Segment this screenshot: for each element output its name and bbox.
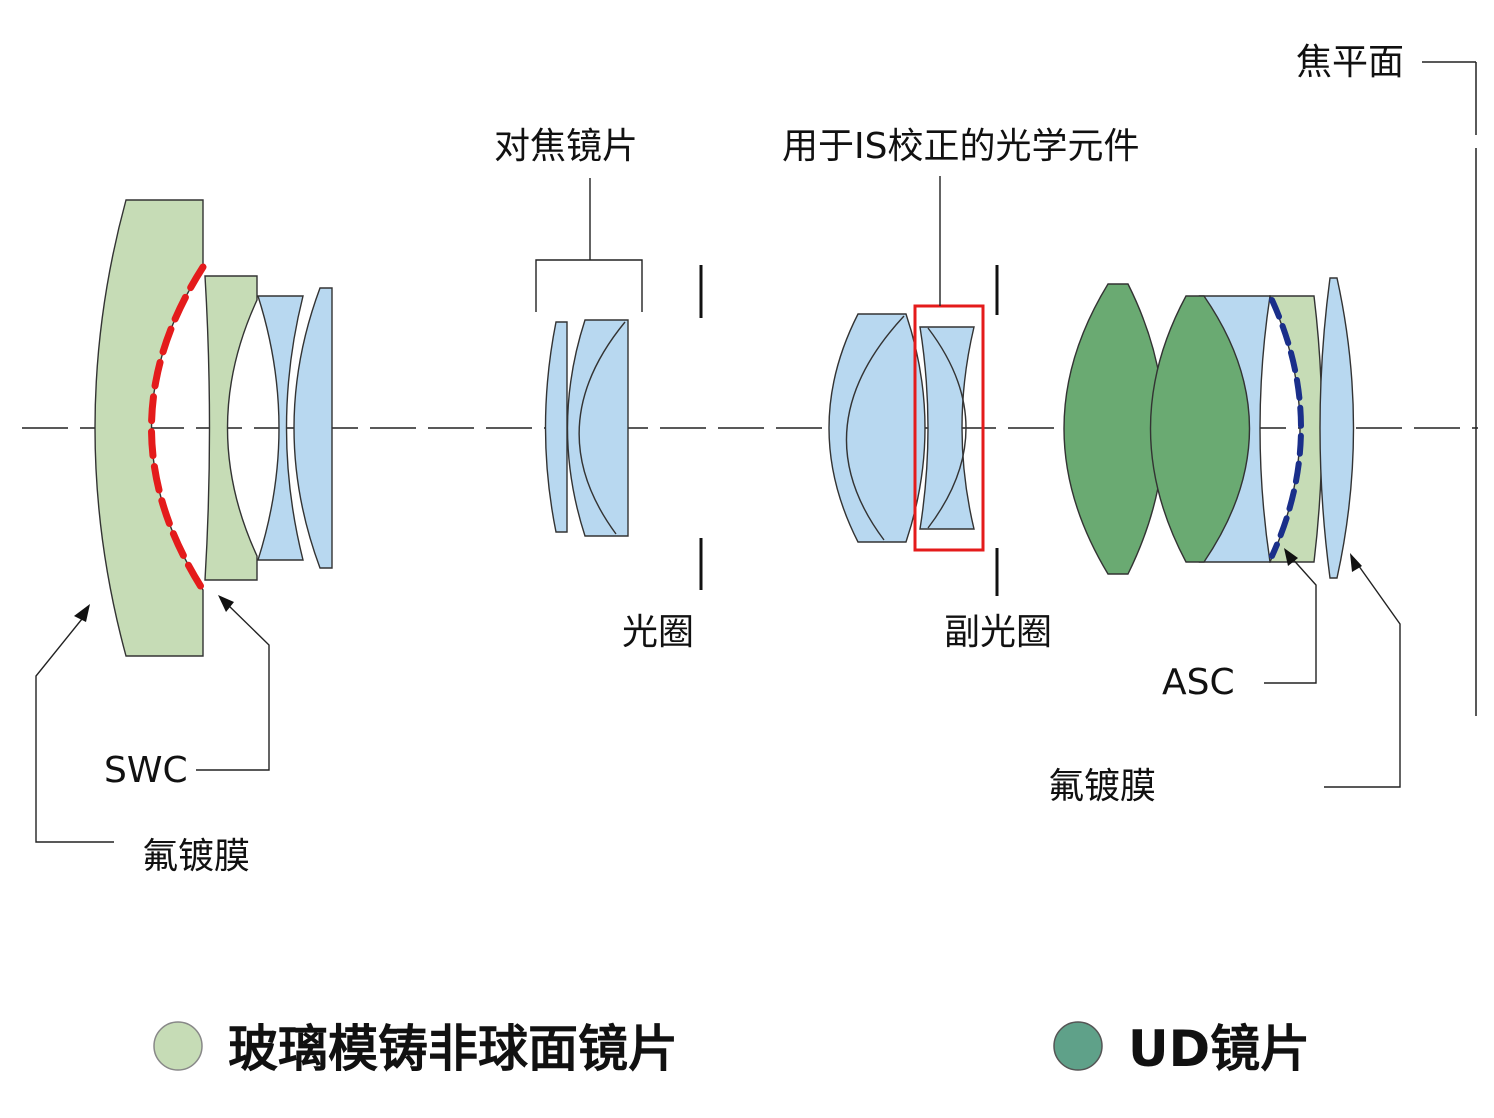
focal-plane-label: 焦平面 [1296, 42, 1404, 83]
aperture-label: 光圈 [622, 612, 694, 653]
swc-coating [148, 263, 207, 594]
legend-swatch-glass-molded-aspherical [153, 1021, 203, 1071]
is-optics-highlight-box [913, 304, 985, 552]
asc-label: ASC [1162, 662, 1235, 703]
lens-element-9-ud [1063, 283, 1165, 575]
lens-element-4 [293, 287, 333, 569]
sub-aperture-label: 副光圈 [944, 612, 1052, 653]
lens-element-13 [1319, 277, 1355, 579]
focus-lens-bracket [535, 178, 643, 312]
legend-swatch-ud-lens [1053, 1021, 1103, 1071]
lens-element-5-focus [544, 321, 568, 533]
legend-label-glass-molded-aspherical: 玻璃模铸非球面镜片 [228, 1020, 678, 1078]
fluorine-coating-right-arrow-icon [1350, 553, 1362, 572]
legend-label-ud-lens: UD镜片 [1128, 1020, 1310, 1078]
asc-coating [1269, 297, 1304, 559]
lens-element-2-glass-molded-aspherical [204, 275, 258, 581]
lens-element-7-cemented-surface [845, 315, 905, 541]
asc-arrow-icon [1284, 548, 1298, 566]
fluorine-coating-left-leader [35, 613, 114, 843]
swc-label: SWC [104, 750, 188, 791]
lens-element-11-ud [1149, 295, 1251, 563]
lens-element-6-focus [566, 319, 629, 537]
swc-leader [196, 602, 270, 771]
lens-element-3 [257, 295, 304, 561]
swc-arrow-icon [218, 595, 234, 612]
asc-leader [1264, 555, 1317, 684]
fluorine-coating-right-label: 氟镀膜 [1048, 766, 1156, 807]
lens-element-12-glass-molded-aspherical [1268, 295, 1323, 563]
lens-element-1-glass-molded-aspherical [94, 199, 204, 657]
lens-element-8-cemented-surface [927, 327, 967, 529]
is-optics-label: 用于IS校正的光学元件 [782, 126, 1139, 167]
fluorine-coating-left-arrow-icon [74, 604, 90, 622]
fluorine-coating-left-label: 氟镀膜 [142, 836, 250, 877]
lens-element-8-is [919, 326, 975, 530]
lens-element-6-cemented-surface [578, 321, 626, 535]
lens-element-7 [828, 313, 926, 543]
fluorine-coating-right-leader [1324, 561, 1401, 788]
focus-lens-label: 对焦镜片 [494, 126, 638, 167]
